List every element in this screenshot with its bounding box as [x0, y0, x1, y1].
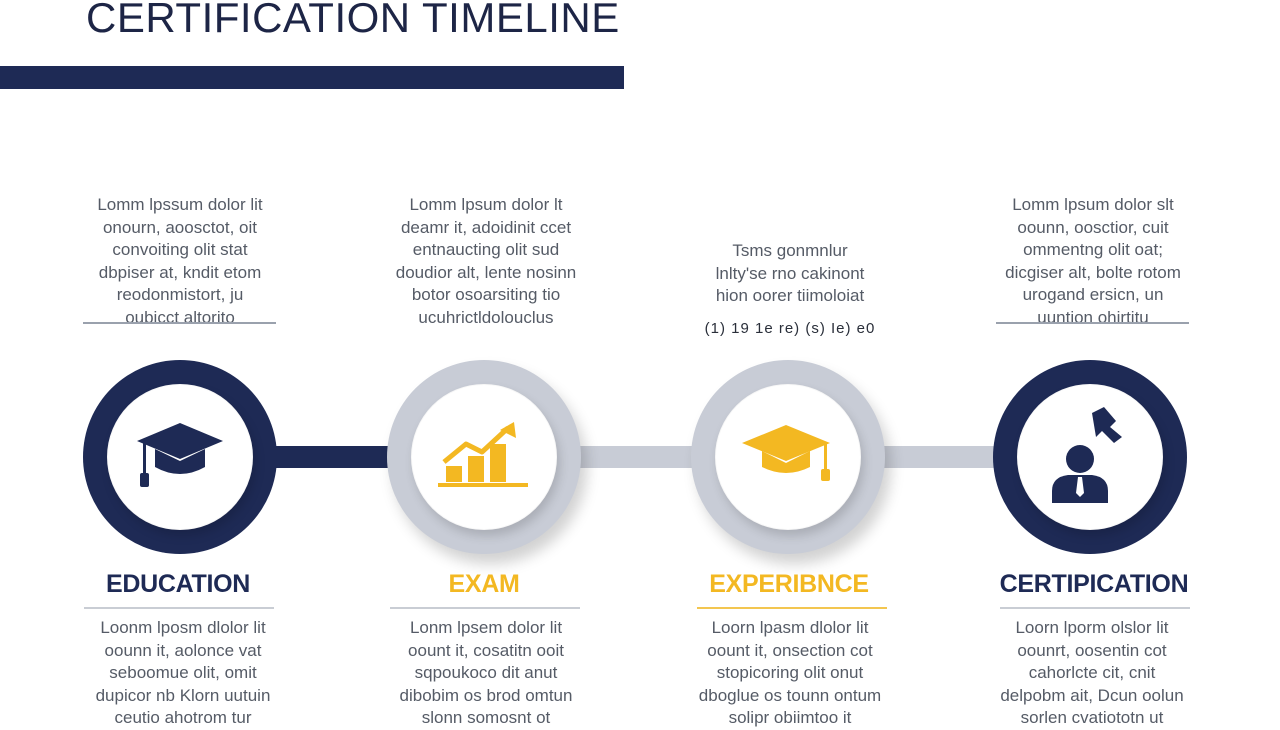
stage-1-top-divider — [83, 322, 276, 324]
bar-chart-growth-icon — [438, 422, 528, 487]
stage-3-label: EXPERIBNCE — [709, 570, 869, 598]
stage-1-label: EDUCATION — [105, 570, 251, 598]
stage-3-label-rule — [697, 607, 887, 609]
title-underline-bar — [0, 66, 624, 89]
stage-2-top-description: Lomm lpsum dolor lt deamr it, adoidinit … — [395, 195, 577, 327]
stage-1-bottom-description: Loonm lposm dlolor lit oounn it, aolonce… — [95, 618, 271, 727]
graduation-cap-icon — [137, 423, 223, 487]
graduation-cap-icon — [742, 425, 830, 481]
stage-3-top-description: Tsms gonmnlur lnlty'se rno cakinont hion… — [690, 240, 890, 340]
stage-4-bottom-description: Loorn lporm olslor lit oounrt, oosentin … — [1000, 618, 1184, 727]
stage-1-circle — [83, 360, 277, 554]
stage-2-label-rule — [390, 607, 580, 609]
stage-4-top-divider — [996, 322, 1189, 324]
page-title: CERTIFICATION TIMELINE — [86, 0, 620, 41]
timeline-connector-1 — [270, 446, 400, 468]
stage-3-circle — [691, 360, 885, 554]
stage-4-label: CERTIPICATION — [999, 570, 1189, 598]
stage-3-bottom-description: Loorn lpasm dlolor lit oount it, onsecti… — [698, 618, 882, 727]
stage-1-label-rule — [84, 607, 274, 609]
stage-4-circle — [993, 360, 1187, 554]
timeline-connector-3 — [880, 446, 1005, 468]
certified-person-icon — [1052, 407, 1122, 503]
timeline-connector-2 — [575, 446, 700, 468]
stage-2-bottom-description: Lonm lpsem dolor lit oount it, cosatitn … — [399, 618, 573, 727]
stage-1-top-description: Lomm lpssum dolor lit onourn, aoosctot, … — [97, 195, 263, 327]
stage-2-label: EXAM — [448, 570, 520, 598]
stage-4-top-description: Lomm lpsum dolor slt oounn, oosctior, cu… — [1005, 195, 1181, 327]
stage-3-date: (1) 19 1e re) (s) Ie) e0 — [704, 319, 876, 337]
stage-4-label-rule — [1000, 607, 1190, 609]
stage-2-circle — [387, 360, 581, 554]
